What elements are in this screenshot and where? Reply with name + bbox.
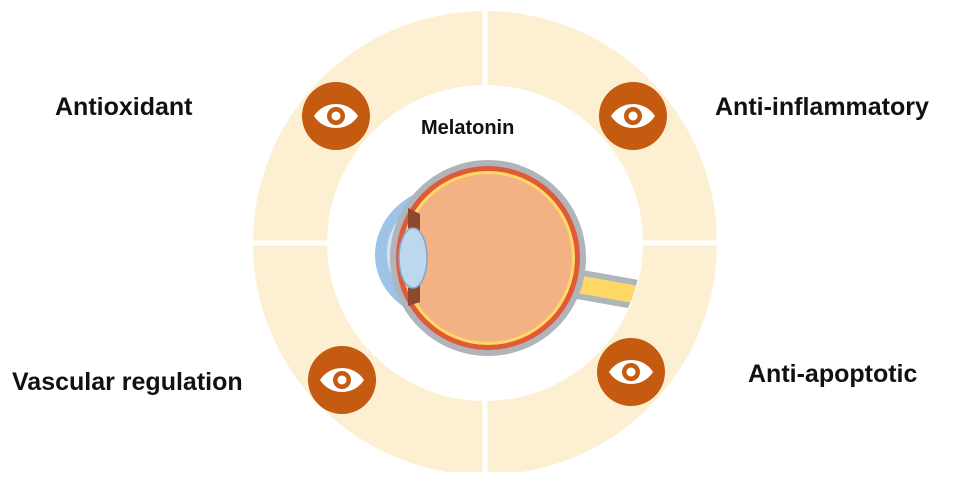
property-label-vascular-regulation: Vascular regulation	[12, 370, 243, 395]
eye-icon	[599, 82, 667, 150]
property-label-anti-apoptotic: Anti-apoptotic	[748, 362, 917, 387]
eye-icon	[302, 82, 370, 150]
eye-icon	[597, 338, 665, 406]
property-label-antioxidant: Antioxidant	[55, 95, 193, 120]
eye-icon	[308, 346, 376, 414]
center-title: Melatonin	[421, 118, 514, 138]
property-label-anti-inflammatory: Anti-inflammatory	[715, 95, 929, 120]
